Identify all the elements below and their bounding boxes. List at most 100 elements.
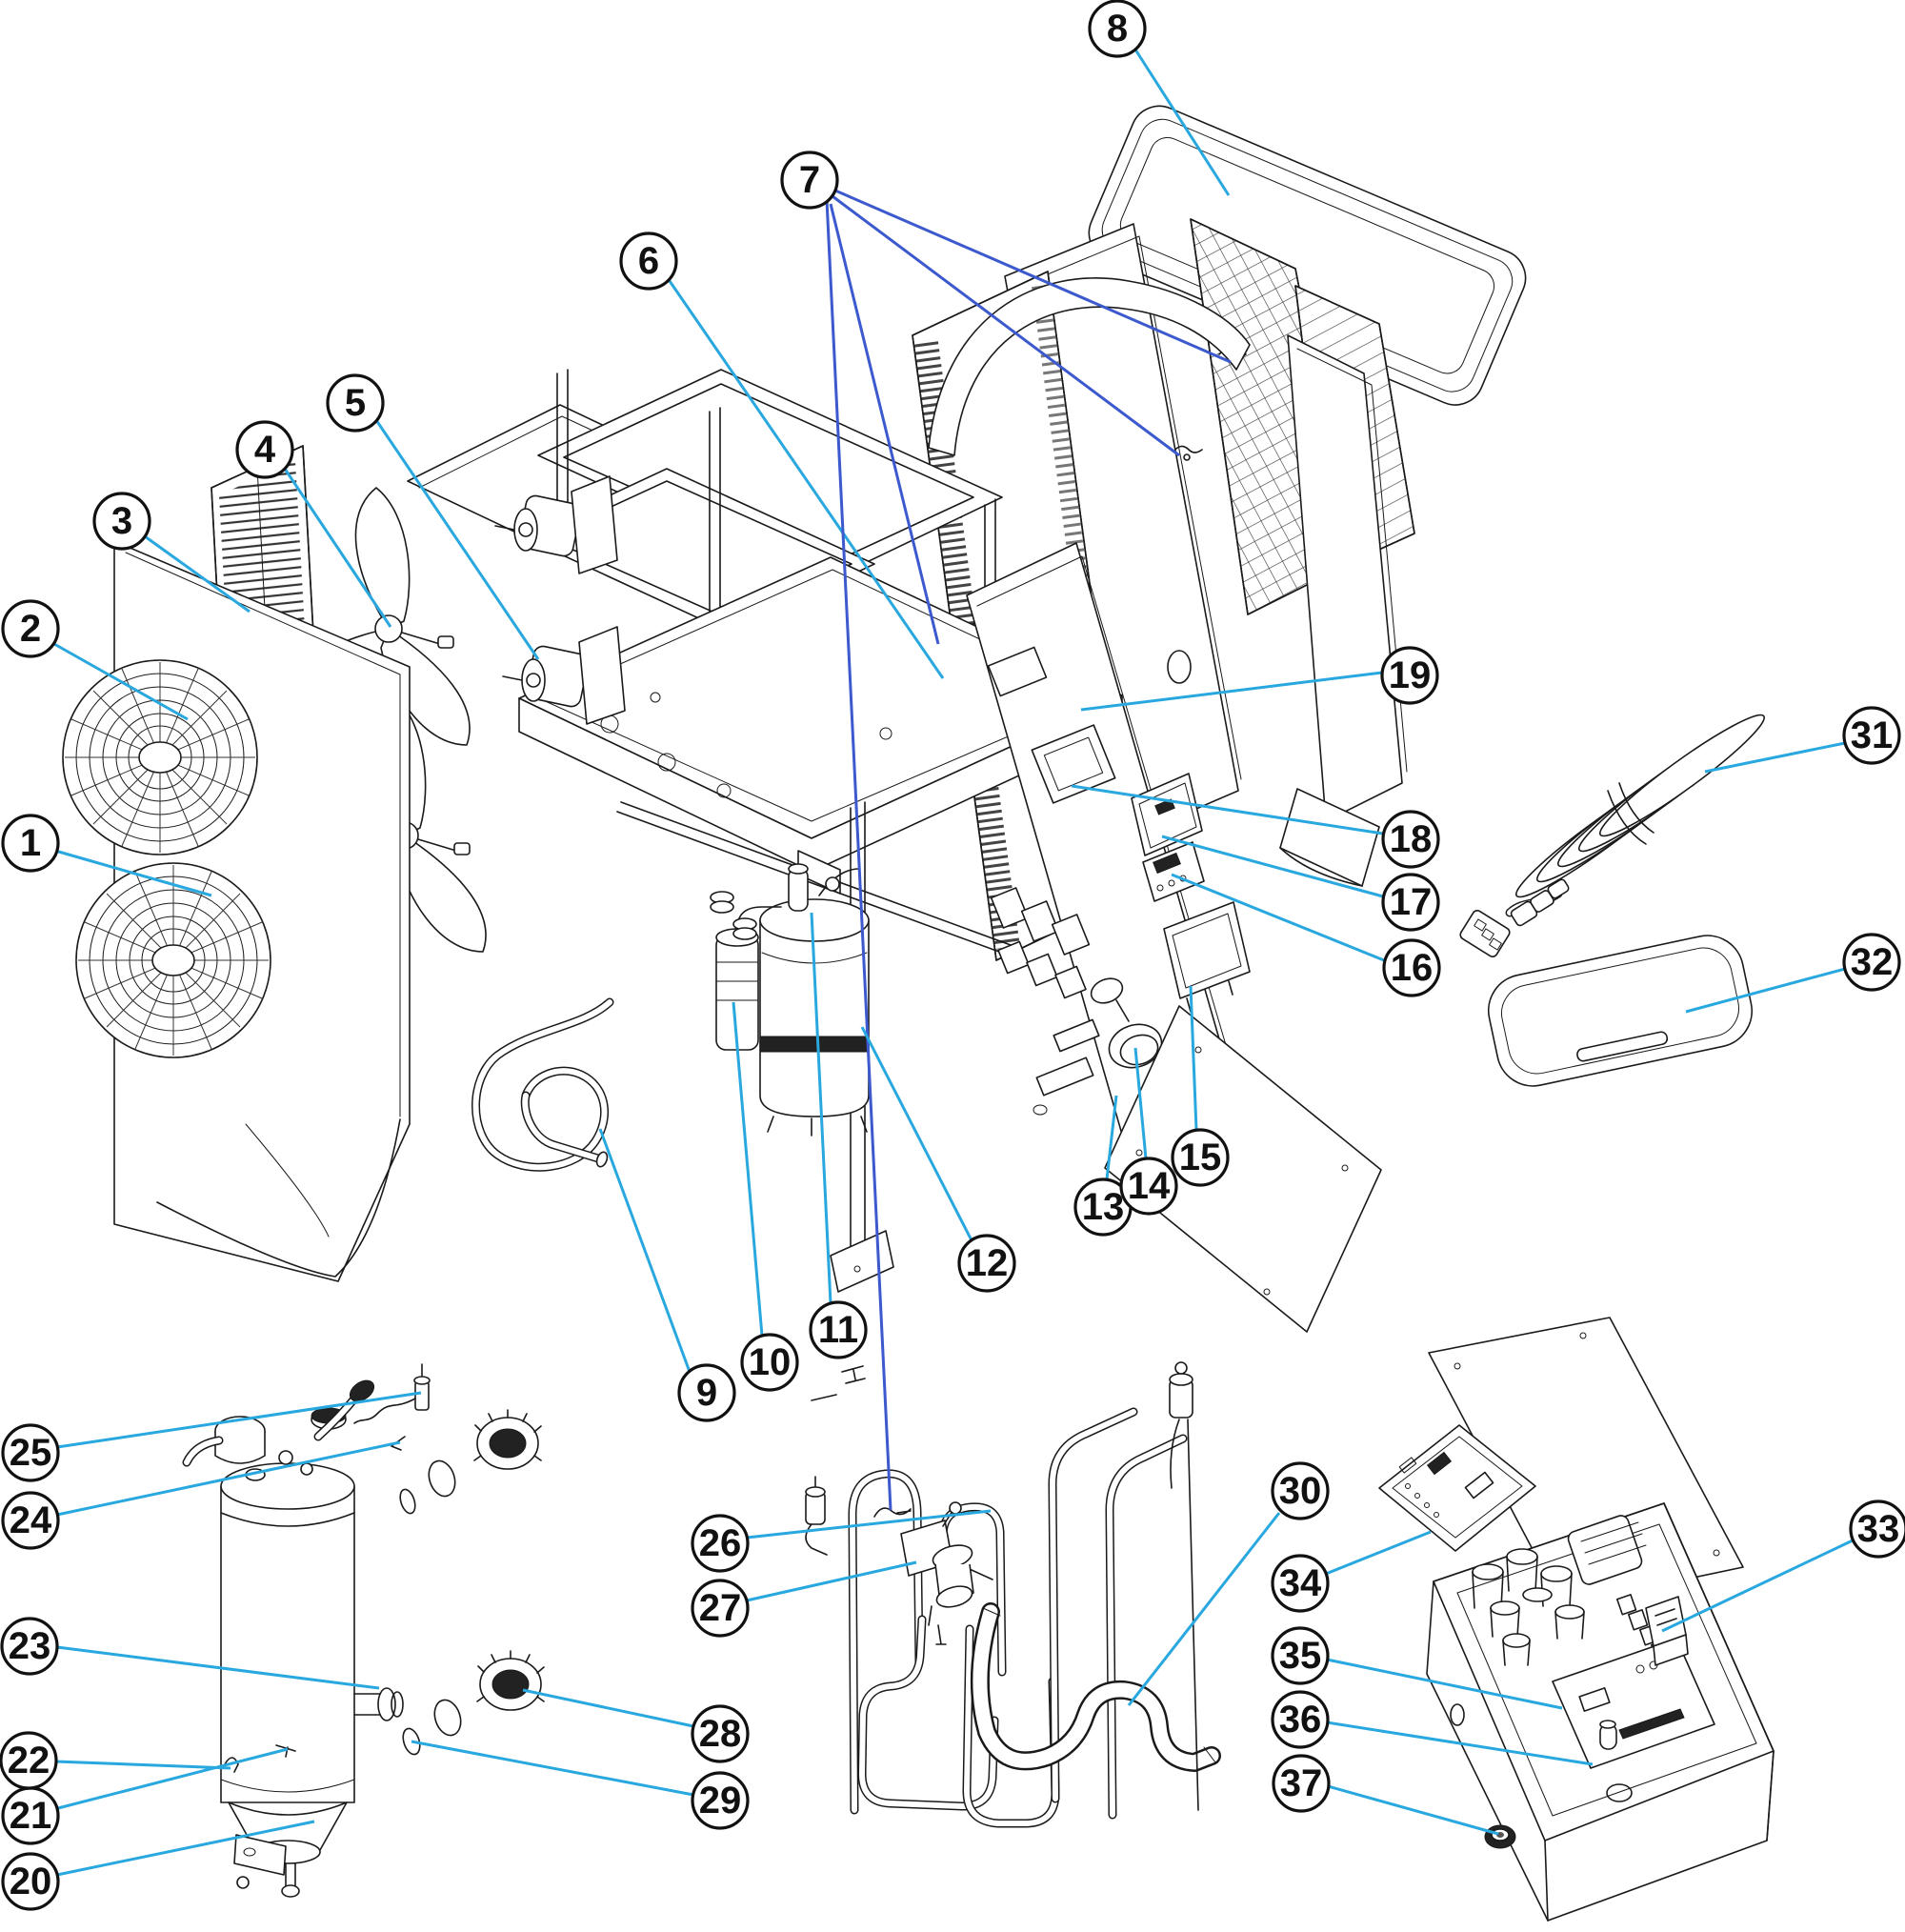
callout-number-23: 23 <box>9 1625 51 1667</box>
callout-33: 33 <box>1849 1499 1905 1559</box>
callout-26: 26 <box>691 1514 750 1573</box>
callout-number-6: 6 <box>638 240 659 282</box>
lower-pcb <box>1552 1638 1715 1769</box>
callout-circle-11 <box>809 1300 868 1359</box>
callout-18: 18 <box>1381 810 1440 869</box>
callout-20: 20 <box>1 1852 60 1911</box>
fan-grille-1 <box>62 659 258 855</box>
control-pcb <box>1131 773 1203 856</box>
callout-circle-10 <box>740 1333 799 1392</box>
leader-line-6 <box>668 280 945 679</box>
leader-line-17 <box>1161 835 1384 898</box>
leader-line-23 <box>56 1645 380 1690</box>
washer-1 <box>428 1459 456 1498</box>
callout-circle-7 <box>780 151 839 210</box>
access-door <box>1163 901 1251 1013</box>
leader-line-34 <box>1325 1530 1432 1576</box>
callout-circle-29 <box>691 1771 750 1830</box>
motor-1 <box>494 475 618 574</box>
callout-number-12: 12 <box>966 1242 1009 1284</box>
callout-circle-9 <box>677 1363 736 1422</box>
capillary-sensor <box>1169 1361 1199 1811</box>
callout-2: 2 <box>1 599 60 658</box>
callout-number-7: 7 <box>799 159 820 201</box>
callout-number-21: 21 <box>10 1795 52 1837</box>
callout-32: 32 <box>1842 933 1901 992</box>
leader-line-16 <box>1171 873 1385 962</box>
callout-circle-14 <box>1119 1157 1178 1216</box>
bracket-screw <box>236 1876 250 1889</box>
motor-2 <box>502 626 626 725</box>
callout-circle-23 <box>0 1617 59 1676</box>
callout-25: 25 <box>1 1423 60 1482</box>
contactors <box>990 887 1100 1097</box>
rubber-mounts <box>710 891 757 940</box>
leader-line-32 <box>1685 967 1846 1014</box>
callout-circle-8 <box>1088 0 1147 58</box>
leader-line-35 <box>1326 1658 1563 1710</box>
leader-line-13 <box>1105 1095 1118 1180</box>
coil-top-arch <box>928 277 1251 456</box>
callout-11: 11 <box>809 1300 868 1359</box>
small-pins <box>811 1365 866 1401</box>
callout-28: 28 <box>691 1704 750 1763</box>
callout-27: 27 <box>691 1579 750 1638</box>
callout-number-27: 27 <box>699 1587 742 1629</box>
callout-number-35: 35 <box>1279 1635 1322 1677</box>
leader-line-12 <box>860 1026 973 1241</box>
leader-line-2 <box>53 642 189 721</box>
callout-circle-26 <box>691 1514 750 1573</box>
mounting-bracket <box>233 1834 287 1889</box>
leader-line-10 <box>732 1001 764 1337</box>
callout-circle-12 <box>957 1234 1016 1293</box>
callout-number-18: 18 <box>1390 818 1433 860</box>
callout-10: 10 <box>740 1333 799 1392</box>
electrical-panel <box>966 542 1251 1158</box>
leader-line-7 <box>832 194 1180 457</box>
callout-circle-25 <box>1 1423 60 1482</box>
callout-1: 1 <box>1 814 60 873</box>
compressor <box>759 863 870 1137</box>
callout-circle-4 <box>235 420 294 479</box>
callout-circle-28 <box>691 1704 750 1763</box>
refrigerant-pipes <box>805 1361 1221 1828</box>
callout-number-9: 9 <box>696 1372 717 1414</box>
pipe-sensor-capsule <box>805 1476 828 1556</box>
callout-number-20: 20 <box>10 1861 52 1902</box>
leader-lines <box>53 49 1854 1877</box>
callout-21: 21 <box>1 1786 60 1845</box>
callout-number-30: 30 <box>1279 1470 1322 1512</box>
callout-circle-34 <box>1271 1554 1330 1613</box>
rear-side-panel <box>1279 334 1408 887</box>
callout-circle-36 <box>1271 1690 1330 1749</box>
callout-number-8: 8 <box>1107 8 1128 50</box>
callout-number-26: 26 <box>699 1522 742 1564</box>
callout-13: 13 <box>1073 1177 1133 1237</box>
callout-8: 8 <box>1088 0 1147 58</box>
callout-23: 23 <box>0 1617 59 1676</box>
box-mount-panel <box>1104 1005 1382 1333</box>
callout-31: 31 <box>1842 706 1901 765</box>
power-cable <box>1459 714 1766 957</box>
callout-number-25: 25 <box>10 1432 52 1474</box>
callout-number-1: 1 <box>20 822 41 864</box>
cover-handle-slot <box>1576 1031 1669 1062</box>
callout-number-13: 13 <box>1082 1186 1125 1228</box>
callout-29: 29 <box>691 1771 750 1830</box>
leader-line-7 <box>825 199 892 1511</box>
callout-36: 36 <box>1271 1690 1330 1749</box>
leader-line-11 <box>810 912 832 1304</box>
callout-number-17: 17 <box>1390 881 1433 923</box>
din-terminal <box>1645 1596 1689 1666</box>
callout-12: 12 <box>957 1234 1016 1293</box>
callout-circle-16 <box>1382 938 1441 997</box>
leader-line-27 <box>746 1560 917 1602</box>
pressure-gauge-knob <box>1090 977 1163 1069</box>
callout-circle-18 <box>1381 810 1440 869</box>
callout-number-31: 31 <box>1851 714 1894 756</box>
capacitors <box>1472 1548 1585 1666</box>
callout-34: 34 <box>1271 1554 1330 1613</box>
o-ring-2 <box>402 1727 421 1756</box>
